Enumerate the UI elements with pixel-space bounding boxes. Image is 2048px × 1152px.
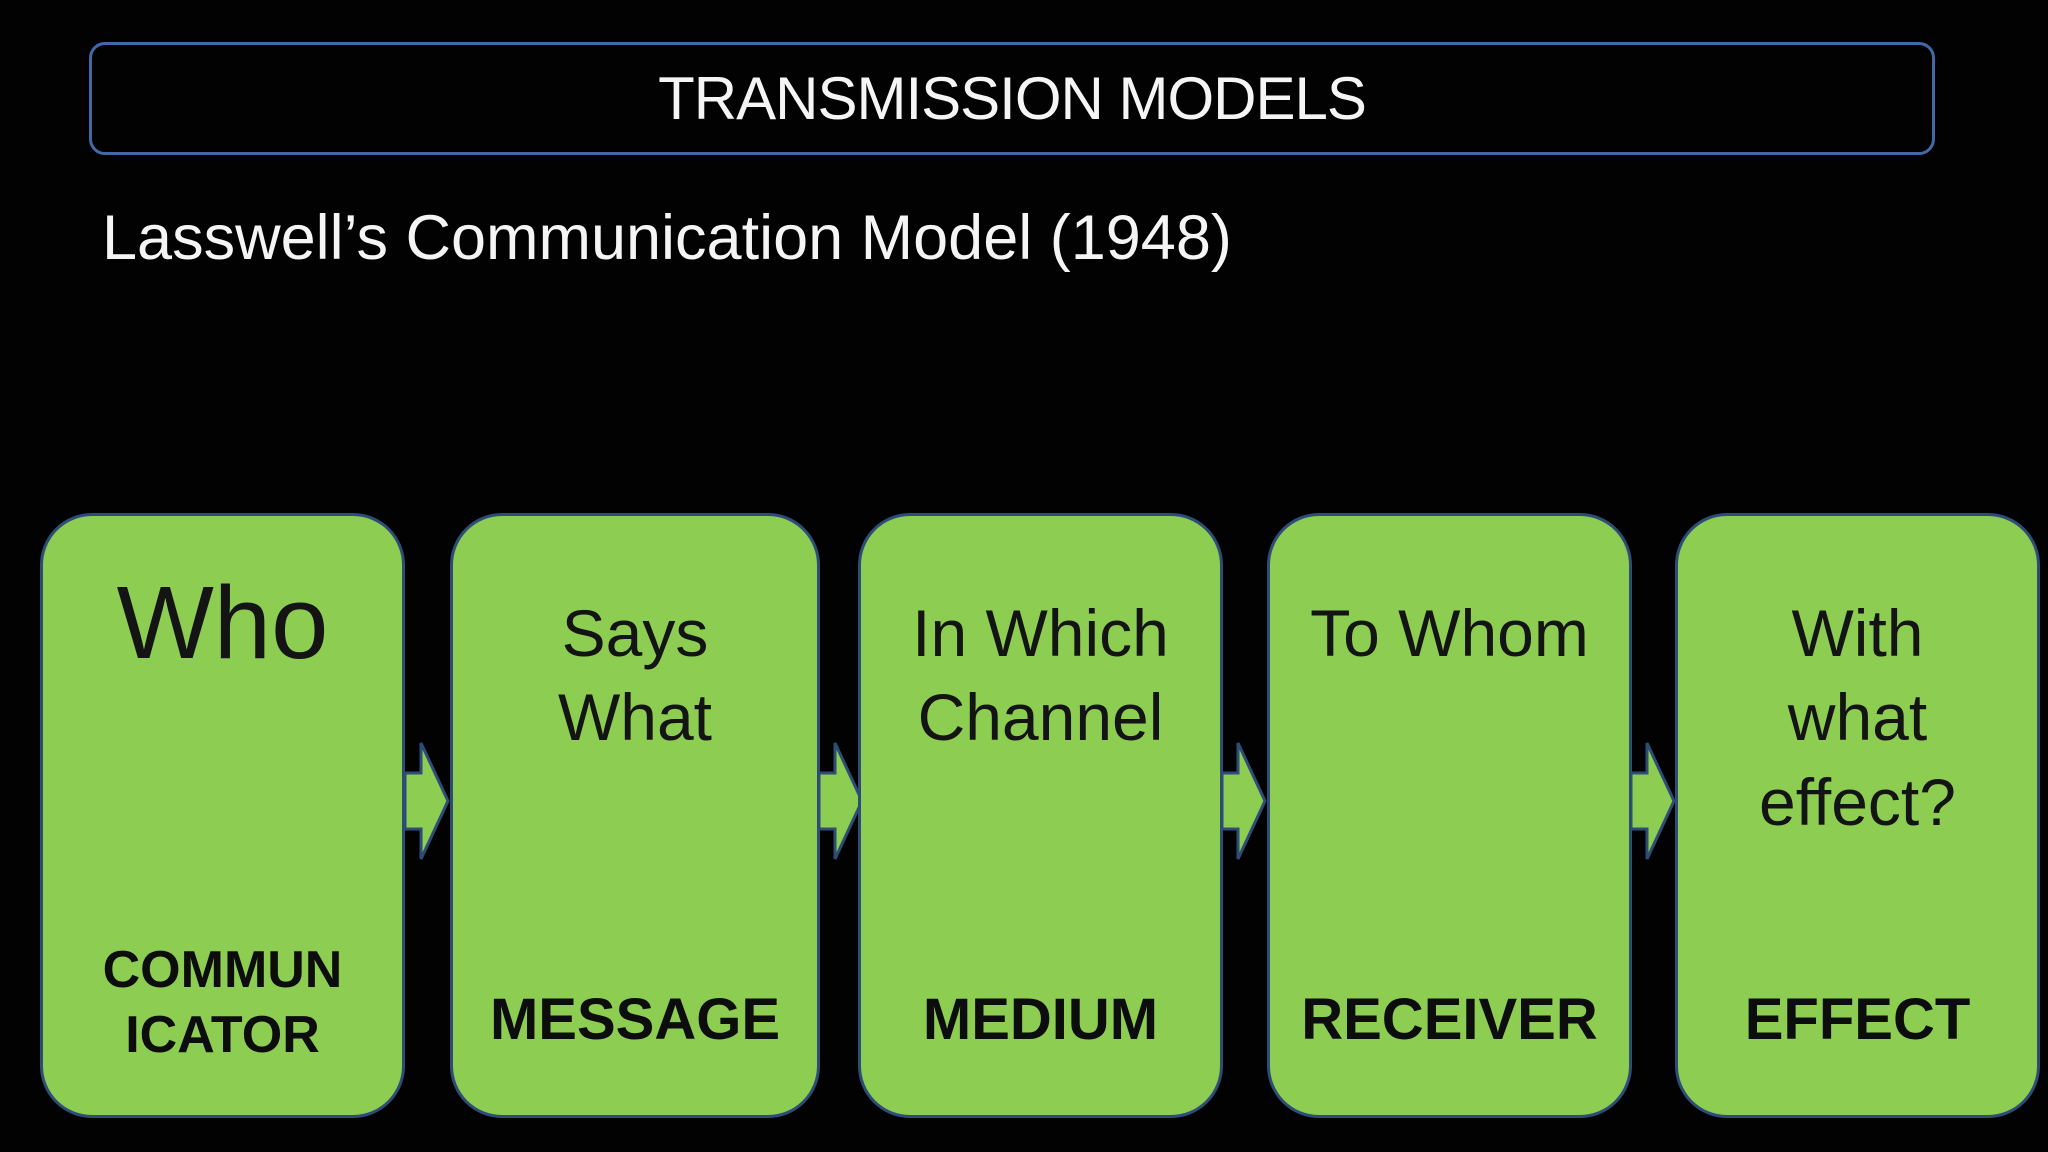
question-text: Who — [116, 565, 329, 680]
role-label: COMMUN ICATOR — [102, 940, 343, 1065]
question-text: Says What — [557, 596, 713, 755]
right-block-arrow-icon — [818, 742, 864, 860]
right-block-arrow-icon — [404, 742, 450, 860]
role-label: EFFECT — [1744, 986, 1971, 1052]
slide-subtitle: Lasswell’s Communication Model (1948) — [102, 203, 1232, 273]
question-text: In Which Channel — [912, 596, 1169, 755]
title-banner: TRANSMISSION MODELS — [89, 42, 1935, 155]
slide-title: TRANSMISSION MODELS — [658, 65, 1367, 132]
role-label: MEDIUM — [922, 986, 1159, 1052]
question-text: With what effect? — [1759, 596, 1956, 839]
process-box-message: Says What MESSAGE — [450, 513, 820, 1118]
process-box-receiver: To Whom RECEIVER — [1267, 513, 1632, 1118]
process-box-effect: With what effect? EFFECT — [1675, 513, 2040, 1118]
process-box-communicator: Who COMMUN ICATOR — [40, 513, 405, 1118]
role-label: MESSAGE — [489, 986, 781, 1052]
right-block-arrow-icon — [1630, 742, 1676, 860]
question-text: To Whom — [1310, 596, 1589, 670]
role-label: RECEIVER — [1301, 986, 1598, 1052]
right-block-arrow-icon — [1221, 742, 1267, 860]
process-box-medium: In Which Channel MEDIUM — [858, 513, 1223, 1118]
